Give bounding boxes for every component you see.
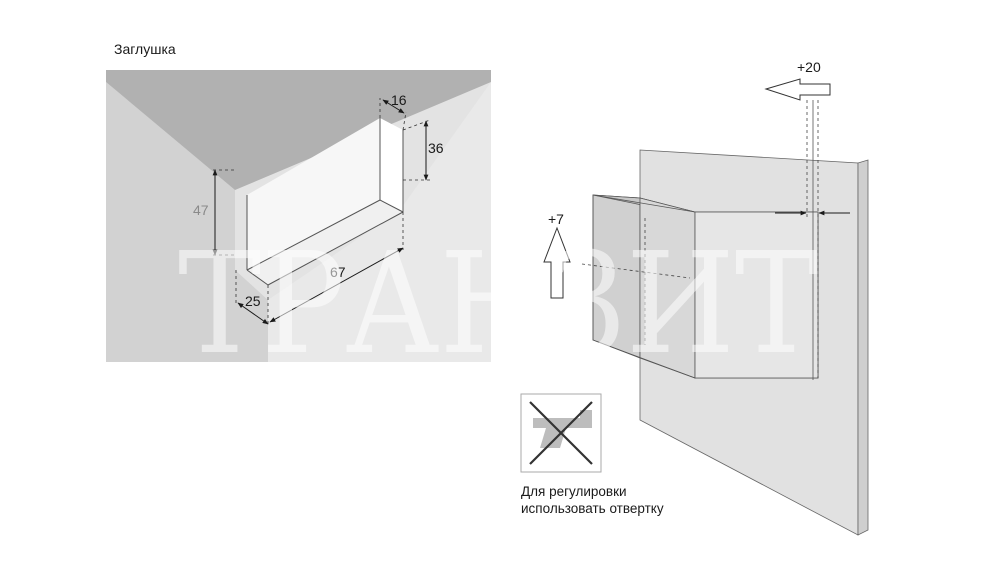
cap-illustration: 16 36 47 67 25 xyxy=(106,70,491,362)
dim-height-right: 36 xyxy=(428,140,444,156)
note-line-1: Для регулировки xyxy=(521,484,627,499)
adjust-horizontal-label: +20 xyxy=(797,59,821,75)
no-drill-icon xyxy=(520,393,602,473)
note-line-2: использовать отвертку xyxy=(521,501,664,516)
left-wall xyxy=(106,82,268,362)
door-panel-edge xyxy=(857,159,869,536)
cap-inner-back xyxy=(247,118,380,270)
adjustment-illustration: +20 +7 Для регулировки использовать отве… xyxy=(520,59,869,536)
dim-depth-bottom: 25 xyxy=(245,293,261,309)
arrow-left-adjust-icon xyxy=(764,78,831,101)
watermark-logo: ТРАНЗИТ xyxy=(178,223,818,386)
cap-inner-side xyxy=(380,118,403,212)
dim-height-left: 47 xyxy=(193,202,209,218)
dim-width-top: 16 xyxy=(391,92,407,108)
arrow-up-adjust-icon xyxy=(543,226,571,299)
adjust-vertical-label: +7 xyxy=(548,211,564,227)
cap-title: Заглушка xyxy=(114,41,176,57)
dim-length: 67 xyxy=(330,264,346,280)
